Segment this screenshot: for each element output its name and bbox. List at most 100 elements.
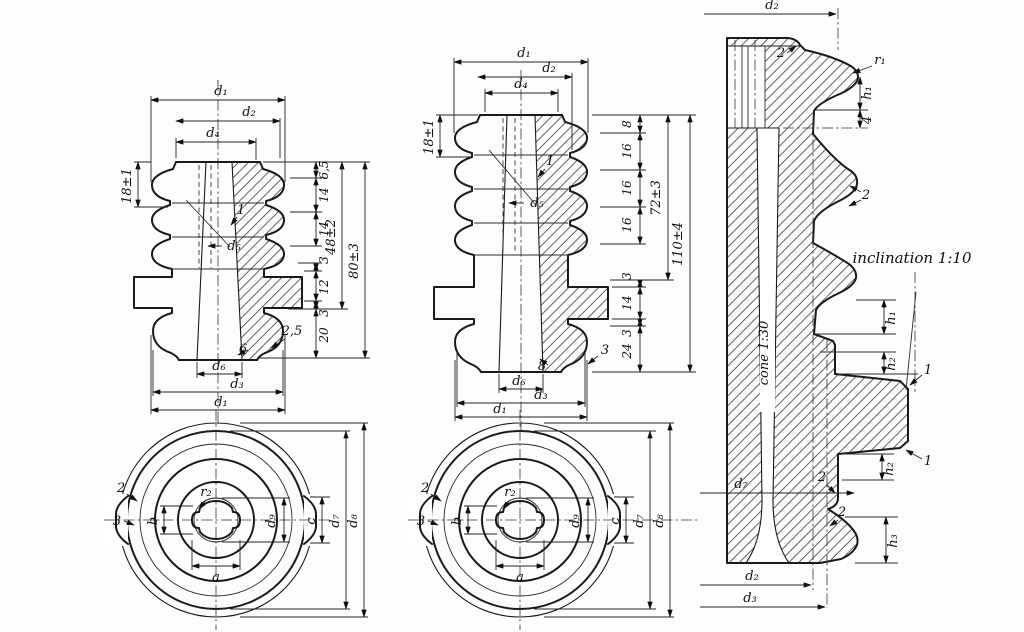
bore-wall <box>772 127 790 564</box>
callout-r-neck: 2 <box>817 470 826 485</box>
callout-glaze: 1 <box>237 203 245 218</box>
callout-glaze2: 2 <box>861 188 870 203</box>
bore-wall <box>745 127 763 564</box>
dim-label-d1-top: d₁ <box>214 84 228 99</box>
callout-r1: r₁ <box>874 53 885 68</box>
dim-label-d8: d₈ <box>652 513 667 527</box>
dim-label-h1: h₁ <box>884 311 899 325</box>
cone-note: cone 1:30 <box>757 321 772 386</box>
left-profile <box>133 161 180 361</box>
side-groove <box>419 495 433 545</box>
dim-label-18: 18±1 <box>422 119 437 155</box>
right-profile <box>256 161 303 361</box>
dim-label-24: 24 <box>620 343 634 359</box>
dim-label-h2-lower: h₂ <box>882 462 897 476</box>
inclination-note: inclination 1:10 <box>852 249 971 267</box>
dim-label-3a: 3 <box>317 256 331 264</box>
callout-edge: 2 <box>420 481 429 496</box>
dim-label-72: 72±3 <box>649 180 664 216</box>
dim-label-d4: d₄ <box>514 77 528 92</box>
section-view-small-insulator: d₁ d₂ d₄ 18±1 6,5 14 14 3 12 3 20 48±2 8… <box>120 80 370 425</box>
callout-groove: 3 <box>113 514 121 529</box>
bore-wall <box>196 161 207 361</box>
dim-label-3a: 3 <box>620 272 634 280</box>
dim-label-h1-top: h₁ <box>860 86 875 100</box>
dim-label-3b: 3 <box>317 309 331 317</box>
callout-glaze: 1 <box>546 154 554 169</box>
dim-label-16b: 16 <box>620 180 634 196</box>
left-profile <box>433 114 482 373</box>
dim-label-d2-top: d₂ <box>765 0 779 13</box>
dim-label-d7: d₇ <box>632 513 647 527</box>
dim-label-80: 80±3 <box>347 243 362 279</box>
dim-label-16c: 16 <box>620 217 634 233</box>
dim-label-d7: d₇ <box>328 513 343 527</box>
dim-label-d4: d₄ <box>206 126 220 141</box>
dim-label-d9: d₉ <box>568 513 583 527</box>
dim-label-a: a <box>516 570 524 585</box>
dim-label-a: a <box>212 570 220 585</box>
dim-label-d2: d₂ <box>242 105 256 120</box>
callout-edge: 2 <box>116 481 125 496</box>
callout-r2: r₂ <box>200 485 211 500</box>
callout-d5: d₅ <box>227 239 241 254</box>
dim-label-d2-bottom: d₂ <box>745 569 759 584</box>
side-groove <box>115 495 129 545</box>
callout-r-foot: 2 <box>837 505 846 520</box>
section-hatch <box>535 115 608 372</box>
dim-label-d9: d₉ <box>264 513 279 527</box>
dim-label-b: b <box>450 517 465 525</box>
dim-label-16a: 16 <box>620 143 634 159</box>
center-hole <box>191 500 241 540</box>
dim-label-18: 18±1 <box>120 168 135 204</box>
dim-label-d8: d₈ <box>346 513 361 527</box>
dim-label-d1-bottom: d₁ <box>493 402 507 417</box>
dim-label-h3: h₃ <box>886 534 901 548</box>
top-cap-hatch <box>727 38 800 46</box>
dim-label-d3: d₃ <box>534 388 548 403</box>
dim-label-c: c <box>304 517 319 525</box>
callout-r-top: 2 <box>776 46 785 61</box>
dim-label-d1-bottom: d₁ <box>214 395 228 410</box>
dim-label-3b: 3 <box>620 329 634 337</box>
callout-chamfer-top: 1 <box>924 363 932 378</box>
dim-label-h2-upper: h₂ <box>884 357 899 371</box>
section-view-medium-insulator: d₁ d₂ d₄ 18±1 8 16 16 16 3 14 3 24 72±3 … <box>422 46 696 432</box>
dim-label-14: 14 <box>620 295 634 310</box>
callout-chamfer-bottom: 1 <box>924 454 932 469</box>
dim-label-d6: d₆ <box>212 359 226 374</box>
dim-label-110: 110±4 <box>671 222 686 266</box>
center-hole <box>495 500 545 540</box>
detail-view-enlarged-section: d₂ 2 r₁ h₁ 4 2 inclination 1:10 cone 1:3… <box>700 0 972 610</box>
dim-label-step4: 4 <box>860 116 875 125</box>
dim-label-c: c <box>608 517 623 525</box>
dim-label-48: 48±2 <box>324 219 339 256</box>
callout-r25: 2,5 <box>281 324 303 339</box>
dim-label-d3-bottom: d₃ <box>743 591 757 606</box>
bottom-view-small-insulator: 2 3 b r₂ a d₉ c d₇ d₈ <box>104 410 368 630</box>
dim-label-b: b <box>146 517 161 525</box>
bottom-view-medium-insulator: 2 3 b r₂ a d₉ c d₇ d₈ <box>408 410 700 630</box>
dim-label-d3: d₃ <box>230 377 244 392</box>
dim-label-12: 12 <box>317 279 331 294</box>
callout-r6: 6 <box>239 342 247 357</box>
section-hatch <box>232 162 302 360</box>
dim-label-d7-detail: d₇ <box>734 477 748 492</box>
dim-label-6-5: 6,5 <box>317 160 331 179</box>
dim-label-14a: 14 <box>317 187 331 202</box>
dim-label-8: 8 <box>620 120 634 128</box>
callout-groove: 3 <box>417 514 425 529</box>
dim-label-d1-top: d₁ <box>517 46 531 61</box>
side-groove <box>607 495 621 545</box>
callout-r8: 8 <box>538 359 546 374</box>
bore-wall <box>498 114 508 373</box>
side-groove <box>303 495 317 545</box>
callout-r2: r₂ <box>504 485 515 500</box>
bore-wall <box>534 114 544 373</box>
dim-label-d6: d₆ <box>512 374 526 389</box>
callout-d5: d₅ <box>530 196 544 211</box>
dim-label-14b: 14 <box>317 221 331 236</box>
callout-r3: 3 <box>601 343 609 358</box>
